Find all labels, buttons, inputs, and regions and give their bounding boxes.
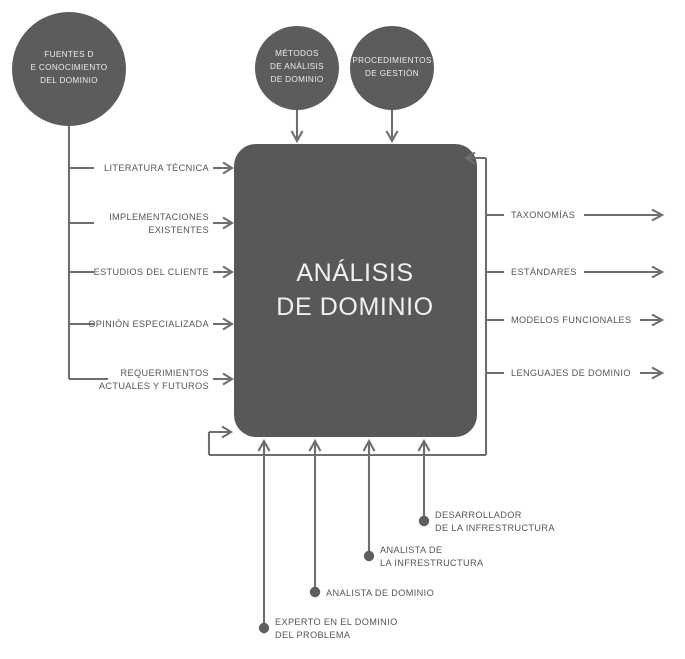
output-label-lenguajes-text: LENGUAJES DE DOMINIO — [511, 368, 631, 378]
mechanism-line-desarrollador — [417, 438, 431, 521]
process-box — [234, 144, 477, 437]
input-label-opinion: OPINIÓN ESPECIALIZADA — [88, 319, 209, 329]
source-node-label-line2: E CONOCIMIENTO — [30, 63, 107, 72]
input-label-estudios: ESTUDIOS DEL CLIENTE — [94, 267, 209, 277]
control-node-metodos-line2: DE ANÁLISIS — [270, 61, 324, 71]
output-label-estandares-text: ESTÁNDARES — [511, 267, 577, 277]
mechanism-label-analista-dominio-line1: ANALISTA DE DOMINIO — [326, 588, 434, 598]
control-node-label-metodos: MÉTODOS DE ANÁLISIS DE DOMINIO — [270, 48, 324, 84]
input-label-requerimientos-line2: ACTUALES Y FUTUROS — [99, 381, 209, 391]
mechanism-line-analista-dominio — [308, 438, 322, 592]
mechanism-label-experto-line2: DEL PROBLEMA — [275, 630, 351, 640]
actor-dot-desarrollador[interactable] — [418, 515, 430, 527]
input-label-implementaciones: IMPLEMENTACIONES EXISTENTES — [109, 212, 209, 235]
mechanism-line-analista-infra — [362, 438, 376, 556]
mechanism-arrows — [257, 438, 431, 628]
control-arrow-procedimientos — [385, 106, 399, 144]
control-node-circle-metodos[interactable] — [255, 26, 339, 110]
input-rail — [67, 104, 108, 381]
control-node-metodos-line3: DE DOMINIO — [270, 75, 323, 84]
output-feedback-rail — [207, 151, 488, 457]
process-box-title-line1: ANÁLISIS — [296, 258, 413, 287]
actor-dot-analista-infra[interactable] — [363, 550, 375, 562]
source-node-label: FUENTES D E CONOCIMIENTO DEL DOMINIO — [30, 50, 107, 85]
input-label-literatura: LITERATURA TÉCNICA — [104, 163, 210, 173]
input-label-requerimientos: REQUERIMIENTOS ACTUALES Y FUTUROS — [99, 368, 209, 391]
output-label-modelos-text: MODELOS FUNCIONALES — [511, 315, 632, 325]
mechanism-line-experto — [257, 438, 271, 628]
input-arrowheads — [213, 161, 235, 386]
source-node-circle[interactable] — [12, 12, 126, 126]
mechanism-label-desarrollador-line1: DESARROLLADOR — [435, 510, 522, 520]
output-label-lenguajes: LENGUAJES DE DOMINIO — [511, 368, 631, 378]
input-label-opinion-line1: OPINIÓN ESPECIALIZADA — [88, 319, 209, 329]
input-label-requerimientos-line1: REQUERIMIENTOS — [121, 368, 209, 378]
mechanism-label-analista-infra: ANALISTA DE LA INFRESTRUCTURA — [380, 545, 484, 568]
input-label-implementaciones-line2: EXISTENTES — [148, 225, 209, 235]
process-box-title-line2: DE DOMINIO — [276, 293, 433, 321]
output-label-modelos: MODELOS FUNCIONALES — [511, 315, 632, 325]
input-label-implementaciones-line1: IMPLEMENTACIONES — [109, 212, 209, 222]
control-node-circle-procedimientos[interactable] — [350, 26, 434, 110]
actor-dot-experto[interactable] — [258, 622, 270, 634]
actor-dot-analista-dominio[interactable] — [309, 586, 321, 598]
control-node-metodos-line1: MÉTODOS — [275, 48, 319, 58]
mechanism-label-analista-infra-line1: ANALISTA DE — [380, 545, 442, 555]
mechanism-label-experto: EXPERTO EN EL DOMINIO DEL PROBLEMA — [275, 617, 398, 640]
control-node-label-procedimientos: PROCEDIMIENTOS DE GESTIÓN — [352, 56, 432, 78]
output-label-taxonomias: TAXONOMÍAS — [511, 210, 575, 220]
source-node-label-line3: DEL DOMINIO — [40, 76, 98, 85]
control-node-procedimientos-line2: DE GESTIÓN — [365, 68, 419, 78]
mechanism-label-experto-line1: EXPERTO EN EL DOMINIO — [275, 617, 398, 627]
mechanism-label-desarrollador: DESARROLLADOR DE LA INFRESTRUCTURA — [435, 510, 555, 533]
mechanism-label-analista-dominio: ANALISTA DE DOMINIO — [326, 588, 434, 598]
mechanism-label-analista-infra-line2: LA INFRESTRUCTURA — [380, 558, 484, 568]
output-branches — [486, 208, 665, 380]
source-node-label-line1: FUENTES D — [44, 50, 94, 59]
input-label-estudios-line1: ESTUDIOS DEL CLIENTE — [94, 267, 209, 277]
output-label-taxonomias-text: TAXONOMÍAS — [511, 210, 575, 220]
process-box-title: ANÁLISIS DE DOMINIO — [276, 258, 433, 321]
output-label-estandares: ESTÁNDARES — [511, 267, 577, 277]
mechanism-label-desarrollador-line2: DE LA INFRESTRUCTURA — [435, 523, 555, 533]
control-arrow-metodos — [290, 106, 304, 144]
input-label-literatura-line1: LITERATURA TÉCNICA — [104, 163, 210, 173]
control-node-procedimientos-line1: PROCEDIMIENTOS — [352, 56, 432, 65]
